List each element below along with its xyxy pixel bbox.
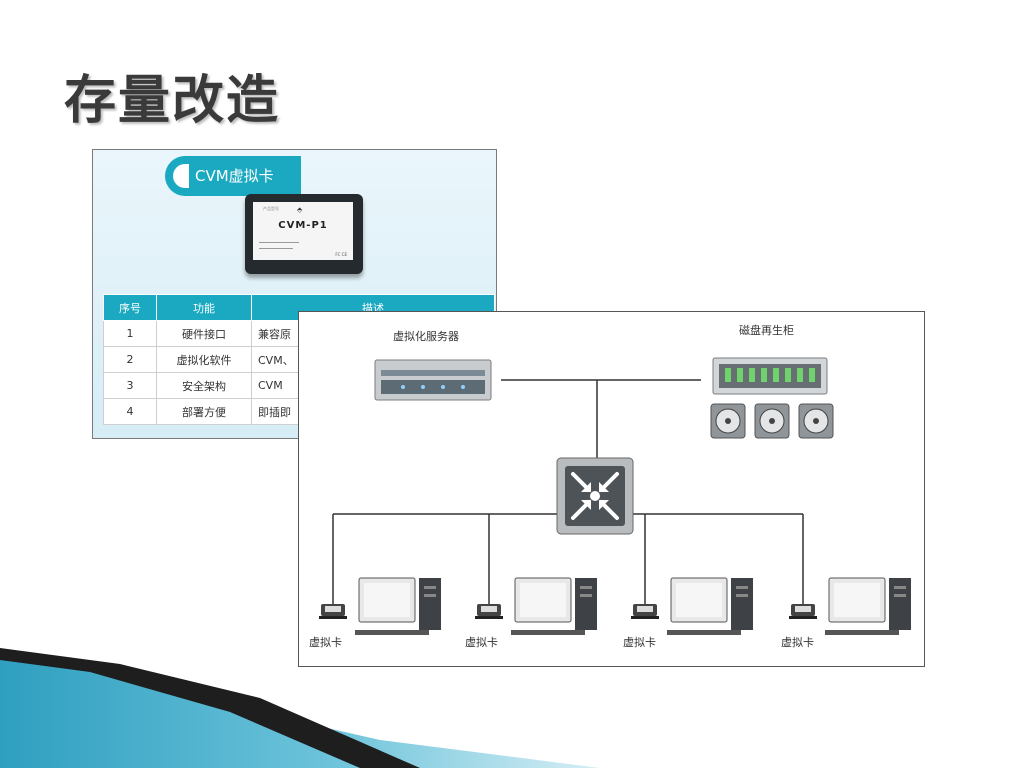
virtual-card-label: 虚拟卡: [309, 635, 342, 649]
device-logo-icon: ⬘: [297, 206, 303, 214]
device-label-face: ⬘ 产品型号 CVM-P1 FC CE: [253, 202, 353, 260]
table-cell: 硬件接口: [156, 320, 252, 347]
virtual-card-label: 虚拟卡: [623, 635, 656, 649]
hard-disk-icon: [710, 403, 746, 439]
virtual-card-device-icon: [319, 604, 347, 619]
network-diagram: 虚拟化服务器 磁盘再生柜: [298, 311, 925, 667]
virtual-card-device-icon: [475, 604, 503, 619]
workstation-icon: [355, 577, 441, 635]
virtual-card-label: 虚拟卡: [781, 635, 814, 649]
slide-title: 存量改造: [64, 71, 281, 131]
table-header-row: 序号 功能 描述: [103, 294, 495, 321]
hard-disk-icon: [798, 403, 834, 439]
device-model: CVM-P1: [278, 220, 328, 231]
table-cell: 1: [103, 320, 157, 347]
device-text-line: [259, 242, 299, 243]
virtual-card-device-icon: [631, 604, 659, 619]
network-diagram-canvas: 虚拟化服务器 磁盘再生柜: [309, 323, 911, 649]
table-cell: 2: [103, 346, 157, 373]
device-ce-mark: FC CE: [335, 252, 347, 257]
cvm-card-device: ⬘ 产品型号 CVM-P1 FC CE: [245, 194, 363, 274]
network-switch-icon: [556, 457, 634, 535]
table-cell: 4: [103, 398, 157, 425]
virtual-card-label: 虚拟卡: [465, 635, 498, 649]
workstation-icon: [825, 577, 911, 635]
table-header-cell: 序号: [103, 294, 157, 321]
workstation-icon: [667, 577, 753, 635]
server-icon: [374, 359, 492, 401]
device-caption: 产品型号: [263, 206, 279, 211]
workstation-icon: [511, 577, 597, 635]
storage-label: 磁盘再生柜: [739, 323, 794, 337]
cvm-tag-label: CVM虚拟卡: [195, 167, 274, 185]
table-cell: 虚拟化软件: [156, 346, 252, 373]
server-label: 虚拟化服务器: [393, 329, 459, 343]
table-cell: 部署方便: [156, 398, 252, 425]
tag-half-circle-icon: [173, 164, 189, 188]
storage-cabinet-icon: [712, 357, 828, 395]
cvm-tag: CVM虚拟卡: [165, 156, 301, 196]
device-text-line: [259, 248, 293, 249]
table-cell: 3: [103, 372, 157, 399]
hard-disk-icon: [754, 403, 790, 439]
virtual-card-device-icon: [789, 604, 817, 619]
table-header-cell: 功能: [156, 294, 252, 321]
table-cell: 安全架构: [156, 372, 252, 399]
